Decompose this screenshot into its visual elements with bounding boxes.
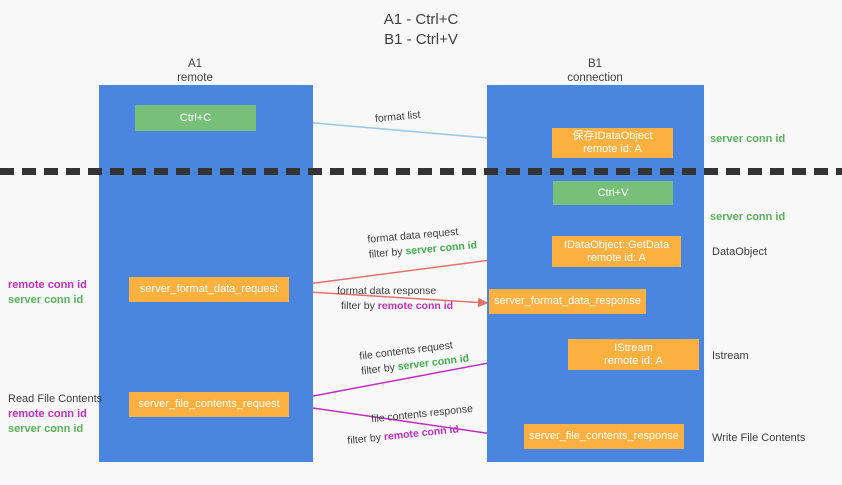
node-server-file-contents-request[interactable]: server_file_contents_request: [129, 392, 289, 417]
column-b1-name: B1: [587, 58, 603, 70]
edge-label-fcres-filter-prefix: filter by: [346, 431, 385, 447]
node-server-format-data-request[interactable]: server_format_data_request: [129, 277, 289, 302]
node-istream-line2: remote id: A: [604, 354, 663, 367]
node-ctrl-c-label: Ctrl+C: [179, 111, 212, 124]
edge-label-format-data-response: format data response filter by remote co…: [337, 284, 453, 314]
node-server-format-data-request-label: server_format_data_request: [139, 283, 279, 295]
column-header-b1: B1 connection: [530, 57, 660, 85]
arrow-format-data-response: [291, 290, 489, 308]
phase-separator-dashed-line: [0, 168, 842, 175]
annotation-right-dataobject-text: DataObject: [712, 246, 768, 258]
annotation-right-istream-text: Istream: [712, 350, 749, 362]
annotation-low-remote-conn-id: remote conn id: [8, 408, 87, 420]
diagram-title: A1 - Ctrl+C B1 - Ctrl+V: [0, 10, 842, 50]
column-b1-sub: connection: [567, 72, 623, 84]
edge-label-format-data-response-text: format data response: [337, 285, 437, 297]
node-server-file-contents-response[interactable]: server_file_contents_response: [524, 424, 684, 449]
column-a1-name: A1: [187, 58, 203, 70]
column-header-a1: A1 remote: [130, 57, 260, 85]
title-line-1: A1 - Ctrl+C: [383, 11, 459, 28]
node-ctrl-c[interactable]: Ctrl+C: [135, 105, 256, 131]
annotation-read-file-contents-text: Read File Contents: [8, 393, 103, 405]
node-idataobject-getdata[interactable]: IDataObject::GetData remote id: A: [552, 236, 681, 267]
annotation-right-dataobject: DataObject: [712, 245, 767, 260]
node-save-idataobject[interactable]: 保存IDataObject remote id: A: [552, 128, 673, 158]
edge-label-fcreq-filter-prefix: filter by: [360, 361, 399, 378]
node-getdata-line1: IDataObject::GetData: [563, 238, 670, 251]
annotation-right-server-conn-id-mid: server conn id: [710, 210, 785, 225]
annotation-right-write-file-contents-text: Write File Contents: [712, 432, 806, 444]
node-server-format-data-response-label: server_format_data_response: [494, 295, 641, 307]
node-istream[interactable]: IStream remote id: A: [568, 339, 699, 370]
annotation-right-server-conn-id-top: server conn id: [710, 132, 785, 147]
node-save-idataobject-line2: remote id: A: [583, 143, 642, 155]
annotation-right-istream: Istream: [712, 349, 749, 364]
node-server-format-data-response[interactable]: server_format_data_response: [489, 289, 646, 314]
node-server-file-contents-request-label: server_file_contents_request: [138, 398, 280, 410]
annotation-right-server-conn-id-top-text: server conn id: [710, 133, 786, 145]
edge-label-fdreq-filter-prefix: filter by: [368, 245, 406, 261]
node-save-idataobject-line1: 保存IDataObject: [572, 130, 653, 142]
annotation-read-file-contents: Read File Contents remote conn id server…: [8, 392, 102, 437]
annotation-mid-remote-conn-id: remote conn id: [8, 279, 87, 291]
annotation-right-write-file-contents: Write File Contents: [712, 431, 805, 446]
edge-label-fdres-filter-value: remote conn id: [377, 300, 454, 312]
node-ctrl-v-label: Ctrl+V: [597, 186, 629, 199]
node-istream-line1: IStream: [614, 341, 653, 354]
annotation-right-server-conn-id-mid-text: server conn id: [710, 211, 786, 223]
column-a1-sub: remote: [177, 72, 213, 84]
edge-label-format-list-text: format list: [374, 109, 421, 125]
arrow-file-contents-response: [291, 404, 522, 442]
annotation-mid-server-conn-id: server conn id: [8, 294, 84, 306]
title-line-2: B1 - Ctrl+V: [384, 31, 458, 48]
node-getdata-line2: remote id: A: [587, 251, 646, 264]
edge-label-fdres-filter-prefix: filter by: [341, 300, 378, 312]
annotation-low-server-conn-id: server conn id: [8, 423, 84, 435]
node-ctrl-v[interactable]: Ctrl+V: [553, 181, 673, 205]
annotation-left-conn-ids-middle: remote conn id server conn id: [8, 278, 87, 308]
node-server-file-contents-response-label: server_file_contents_response: [529, 430, 679, 442]
